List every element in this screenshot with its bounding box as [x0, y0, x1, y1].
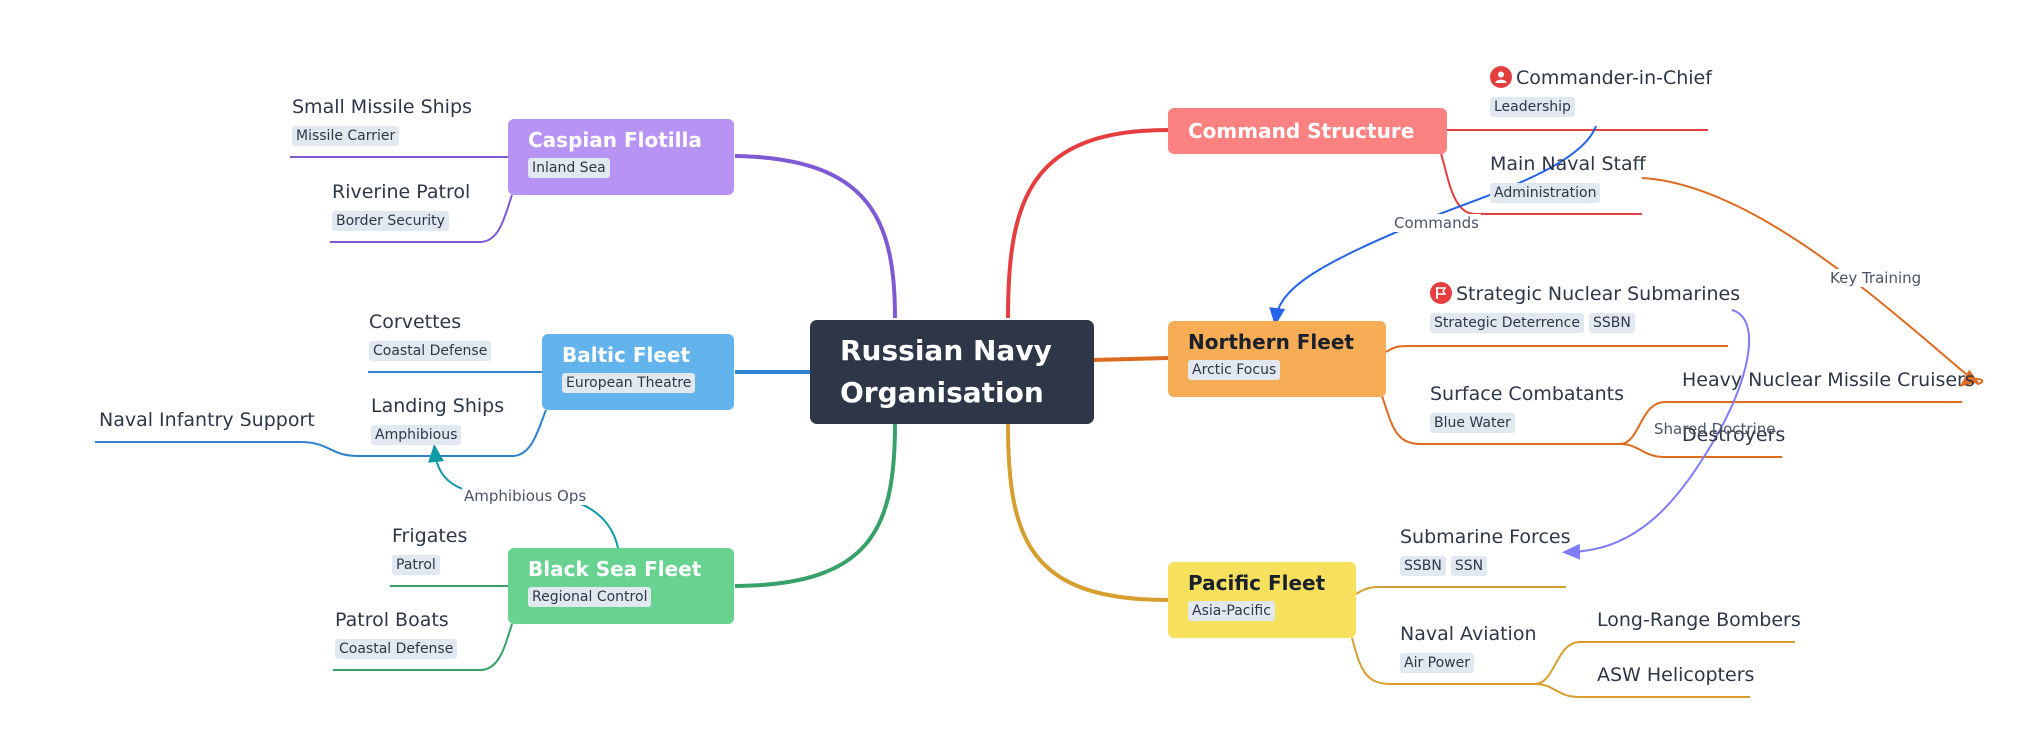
leaf-corvettes[interactable]: Corvettes Coastal Defense — [369, 310, 496, 361]
tag: Administration — [1490, 183, 1601, 203]
edge-root-blacksea — [734, 423, 897, 588]
edge-root-northern — [1092, 356, 1169, 362]
tag: European Theatre — [562, 373, 696, 393]
root-title-line2: Organisation — [840, 376, 1044, 409]
branch-title: Pacific Fleet — [1188, 571, 1326, 595]
leaf-title: Destroyers — [1682, 424, 1786, 446]
leaf-long-range-bombers[interactable]: Long-Range Bombers — [1597, 608, 1801, 632]
branch-title: Command Structure — [1188, 119, 1415, 143]
branch-caspian-flotilla[interactable]: Caspian Flotilla Inland Sea — [508, 119, 734, 195]
tag: Amphibious — [371, 425, 462, 445]
leaf-title: Patrol Boats — [335, 609, 449, 631]
leaf-title: Corvettes — [369, 311, 462, 333]
tag: Air Power — [1400, 653, 1475, 673]
leaf-surface-combatants[interactable]: Surface Combatants Blue Water — [1430, 382, 1624, 433]
leaf-naval-aviation[interactable]: Naval Aviation Air Power — [1400, 622, 1537, 673]
tag: SSBN — [1589, 313, 1635, 333]
leaf-frigates[interactable]: Frigates Patrol — [392, 524, 467, 575]
leaf-title: Long-Range Bombers — [1597, 609, 1801, 631]
leaf-title: ASW Helicopters — [1597, 664, 1755, 686]
leaf-title: Landing Ships — [371, 395, 505, 417]
leaf-title: Main Naval Staff — [1490, 153, 1646, 175]
leaf-title: Heavy Nuclear Missile Cruisers — [1682, 369, 1975, 391]
tag: Leadership — [1490, 97, 1575, 117]
flag-icon — [1430, 281, 1452, 304]
leaf-small-missile-ships[interactable]: Small Missile Ships Missile Carrier — [292, 95, 472, 146]
leaf-title: Strategic Nuclear Submarines — [1456, 283, 1741, 305]
tag: Asia-Pacific — [1188, 601, 1275, 621]
leaf-patrol-boats[interactable]: Patrol Boats Coastal Defense — [335, 608, 462, 659]
tag: Strategic Deterrence — [1430, 313, 1584, 333]
cross-link-key-training — [1641, 177, 1984, 387]
branch-northern-fleet[interactable]: Northern Fleet Arctic Focus — [1168, 321, 1386, 397]
branch-title: Northern Fleet — [1188, 330, 1354, 354]
tag: SSN — [1450, 556, 1488, 576]
leaf-title: Commander-in-Chief — [1516, 67, 1712, 89]
root-title-line1: Russian Navy — [840, 334, 1052, 367]
tag: Regional Control — [528, 587, 652, 607]
branch-title: Baltic Fleet — [562, 343, 691, 367]
leaf-title: Small Missile Ships — [292, 96, 472, 118]
branch-title: Caspian Flotilla — [528, 128, 702, 152]
cross-link-label-shared-doctrine: Shared Doctrine — [1654, 420, 1776, 438]
tag: Coastal Defense — [369, 341, 492, 361]
leaf-title: Naval Infantry Support — [99, 409, 315, 431]
leaf-title: Riverine Patrol — [332, 181, 471, 203]
branch-pacific-fleet[interactable]: Pacific Fleet Asia-Pacific — [1168, 562, 1356, 638]
tag: Missile Carrier — [292, 126, 400, 146]
tag: Border Security — [332, 211, 449, 231]
branch-command-structure[interactable]: Command Structure — [1168, 108, 1447, 154]
leaf-title: Submarine Forces — [1400, 526, 1571, 548]
leaf-strategic-nuclear-submarines[interactable]: Strategic Nuclear Submarines Strategic D… — [1430, 281, 1741, 333]
branch-title: Black Sea Fleet — [528, 557, 702, 581]
leaf-title: Frigates — [392, 525, 468, 547]
tag: SSBN — [1400, 556, 1446, 576]
cross-link-label-amphibious-ops: Amphibious Ops — [462, 487, 589, 505]
leaf-destroyers[interactable]: Destroyers — [1682, 423, 1785, 447]
cross-link-shared-doctrine — [1562, 309, 1751, 560]
leaf-heavy-nuclear-missile-cruisers[interactable]: Heavy Nuclear Missile Cruisers — [1682, 368, 1975, 392]
tag: Patrol — [392, 555, 440, 575]
leaf-asw-helicopters[interactable]: ASW Helicopters — [1597, 663, 1754, 687]
leaf-commander-in-chief[interactable]: Commander-in-Chief Leadership — [1490, 65, 1712, 117]
tag: Coastal Defense — [335, 639, 458, 659]
edge-root-caspian — [734, 154, 897, 319]
person-icon — [1490, 65, 1512, 88]
leaf-landing-ships[interactable]: Landing Ships Amphibious — [371, 394, 504, 445]
tag: Blue Water — [1430, 413, 1515, 433]
cross-link-label-commands: Commands — [1392, 214, 1481, 232]
edge-root-pacific — [1006, 423, 1169, 602]
branch-black-sea-fleet[interactable]: Black Sea Fleet Regional Control — [508, 548, 734, 624]
leaf-riverine-patrol[interactable]: Riverine Patrol Border Security — [332, 180, 470, 231]
edge-root-command — [1006, 128, 1169, 319]
leaf-title: Naval Aviation — [1400, 623, 1537, 645]
tag: Inland Sea — [528, 158, 610, 178]
branch-baltic-fleet[interactable]: Baltic Fleet European Theatre — [542, 334, 734, 410]
leaf-naval-infantry-support[interactable]: Naval Infantry Support — [99, 408, 315, 432]
leaf-main-naval-staff[interactable]: Main Naval Staff Administration — [1490, 152, 1646, 203]
leaf-title: Surface Combatants — [1430, 383, 1625, 405]
root-node[interactable]: Russian Navy Organisation — [810, 320, 1094, 424]
cross-link-label-key-training: Key Training — [1828, 269, 1924, 287]
tag: Arctic Focus — [1188, 360, 1281, 380]
